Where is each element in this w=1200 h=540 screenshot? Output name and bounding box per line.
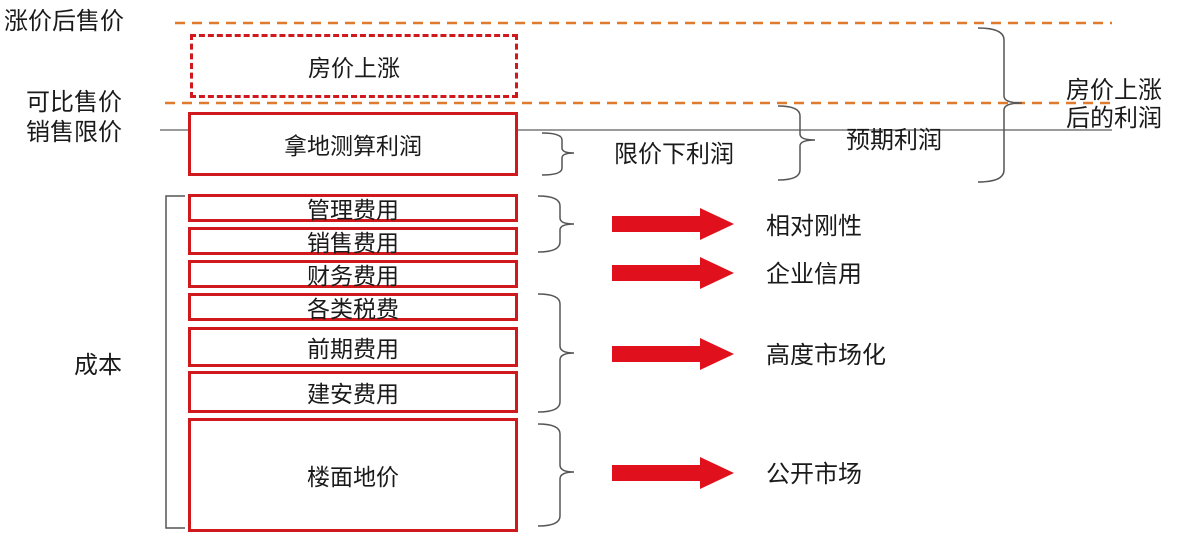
category-market: 高度市场化 <box>766 341 886 369</box>
brace-market <box>537 293 575 413</box>
brace-rigid <box>537 195 575 253</box>
cost-box-taxes: 各类税费 <box>188 293 518 323</box>
cost-box-sales: 销售费用 <box>188 227 518 257</box>
arrow-rigid <box>612 208 734 240</box>
raised-profit-label-line2: 后的利润 <box>1066 104 1162 132</box>
raised-profit-label-line1: 房价上涨 <box>1066 76 1162 104</box>
cost-label: 成本 <box>74 351 122 379</box>
arrow-market <box>612 338 734 370</box>
cost-box-construction: 建安费用 <box>188 371 518 413</box>
raised-price-label: 涨价后售价 <box>4 7 124 35</box>
cost-box-land-price: 楼面地价 <box>188 418 518 532</box>
comparable-price-label: 可比售价 <box>26 88 122 116</box>
land-profit-box: 拿地测算利润 <box>188 112 518 176</box>
category-open-market: 公开市场 <box>766 460 862 488</box>
arrow-credit <box>612 257 734 289</box>
category-credit: 企业信用 <box>766 260 862 288</box>
cost-box-finance: 财务费用 <box>188 260 518 290</box>
brace-limited-profit <box>541 132 575 176</box>
category-rigid: 相对刚性 <box>766 212 862 240</box>
brace-open-market <box>537 423 575 527</box>
limit-price-label: 销售限价 <box>26 118 122 146</box>
limited-profit-label: 限价下利润 <box>614 140 734 168</box>
brace-expected-profit <box>777 105 816 181</box>
price-rise-box: 房价上涨 <box>190 34 518 98</box>
arrow-open-market <box>612 457 734 489</box>
cost-box-management: 管理费用 <box>188 194 518 224</box>
brace-raised-profit <box>977 27 1023 183</box>
cost-box-preliminary: 前期费用 <box>188 327 518 367</box>
expected-profit-label: 预期利润 <box>846 126 942 154</box>
cost-bracket <box>165 195 185 529</box>
